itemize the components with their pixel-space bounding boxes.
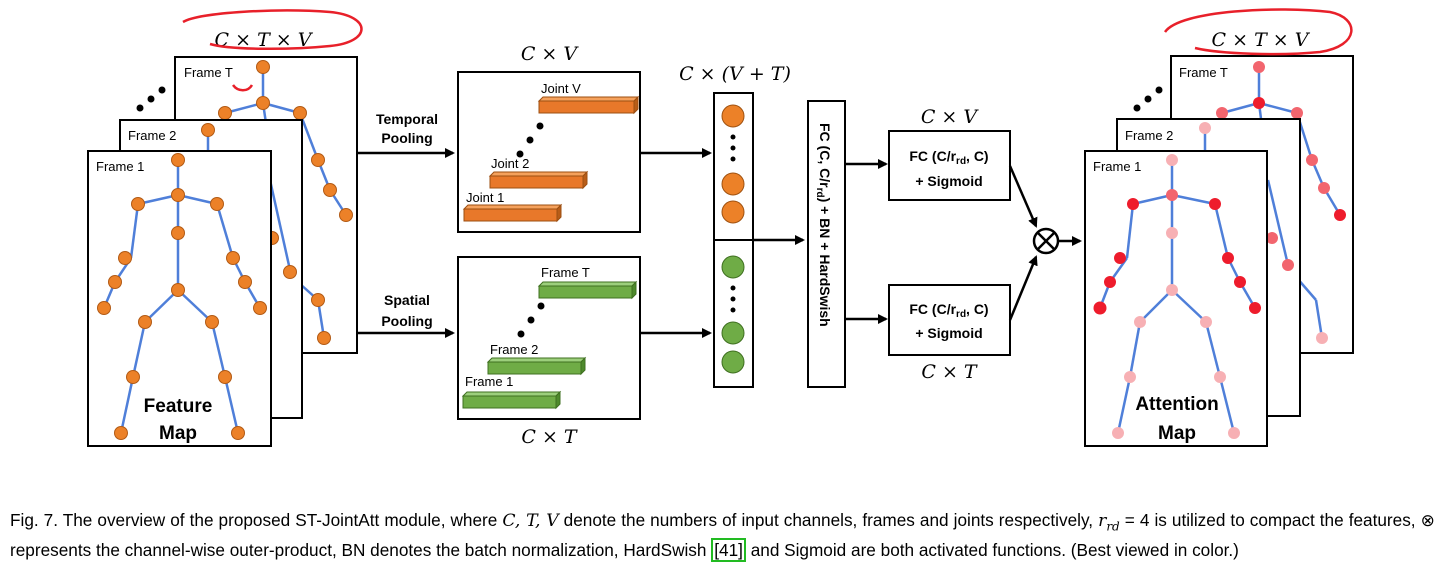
fc-top-dims: C × V bbox=[921, 106, 980, 128]
concat-frame-nodes bbox=[721, 255, 745, 374]
frame-1-bar bbox=[461, 390, 562, 410]
temporal-pooling-label-2: Pooling bbox=[381, 130, 432, 146]
concat-joint-nodes bbox=[721, 104, 745, 224]
pooling-arrows: Temporal Pooling Spatial Pooling bbox=[357, 111, 455, 338]
joint-ellipsis bbox=[516, 122, 544, 158]
outer-product bbox=[1008, 165, 1082, 321]
figure-caption: Fig. 7. The overview of the proposed ST-… bbox=[10, 508, 1436, 563]
input-dims-label: C × T × V bbox=[215, 29, 314, 51]
fc-sigmoid-bottom: FC (C/rrd, C) + Sigmoid C × T bbox=[888, 284, 1011, 383]
red-annotation bbox=[182, 9, 363, 92]
caption-vars: C, T, V bbox=[502, 511, 559, 531]
feature-map-label-2: Map bbox=[159, 423, 197, 444]
frame-bar-t-label: Frame T bbox=[541, 265, 590, 280]
frame-2-bar bbox=[486, 356, 587, 376]
otimes-icon bbox=[1032, 227, 1060, 255]
att-frame-1-label: Frame 1 bbox=[1093, 159, 1141, 174]
frame-t-label: Frame T bbox=[184, 65, 233, 80]
frame-pool-box: Frame T Frame 2 Frame 1 C × T bbox=[457, 256, 641, 448]
spatial-pooling-label-2: Pooling bbox=[381, 313, 432, 329]
frame-bar-1-label: Frame 1 bbox=[465, 374, 513, 389]
temporal-pooling-label-1: Temporal bbox=[376, 111, 438, 127]
fc-top-line-2: + Sigmoid bbox=[915, 173, 982, 189]
concat-column: C × (V + T) bbox=[640, 63, 805, 388]
concat-ellipsis bbox=[730, 134, 736, 313]
att-frame-1-panel: Frame 1 bbox=[1084, 150, 1268, 447]
fc-bottom-line-1: FC (C/rrd, C) bbox=[909, 301, 988, 320]
joint-2-label: Joint 2 bbox=[491, 156, 529, 171]
attention-map-label-1: Attention bbox=[1135, 394, 1218, 415]
caption-rrd-value: = 4 bbox=[1119, 510, 1150, 530]
concat-dims-label: C × (V + T) bbox=[679, 63, 791, 85]
feature-map-stack: Frame T F bbox=[87, 9, 363, 447]
frame-1-label: Frame 1 bbox=[96, 159, 144, 174]
fc-top-line-1: FC (C/rrd, C) bbox=[909, 148, 988, 167]
joint-2-bar bbox=[488, 170, 589, 190]
frame-bar-ellipsis bbox=[517, 302, 545, 338]
joint-box-dims: C × V bbox=[521, 43, 580, 65]
joint-1-label: Joint 1 bbox=[466, 190, 504, 205]
caption-prefix: Fig. 7. The overview of the proposed ST-… bbox=[10, 510, 503, 530]
att-frame-2-label: Frame 2 bbox=[1125, 128, 1173, 143]
joint-pool-box: C × V Joint V Joint 2 Joint 1 bbox=[457, 43, 641, 233]
caption-part3: and Sigmoid are both activated functions… bbox=[745, 540, 1239, 561]
citation-link[interactable]: [41] bbox=[711, 538, 746, 563]
caption-rrd: rrd bbox=[1098, 511, 1120, 534]
frame-bar-2-label: Frame 2 bbox=[490, 342, 538, 357]
stack-ellipsis bbox=[136, 86, 166, 112]
fc-bn-hardswish-label: FC (C, C/rrd) + BN + HardSwish bbox=[814, 123, 833, 327]
caption-part1: denote the numbers of input channels, fr… bbox=[558, 510, 1094, 530]
spatial-pooling-label-1: Spatial bbox=[384, 292, 430, 308]
fc-sigmoid-top: C × V FC (C/rrd, C) + Sigmoid bbox=[888, 106, 1011, 201]
attention-map-label-2: Map bbox=[1158, 423, 1196, 444]
frame-box-dims: C × T bbox=[521, 426, 578, 448]
joint-v-bar bbox=[537, 95, 640, 115]
attention-map-stack: Frame T Fram bbox=[1084, 8, 1354, 447]
att-stack-ellipsis bbox=[1133, 86, 1163, 112]
feature-map-label-1: Feature bbox=[144, 396, 213, 417]
frame-t-bar bbox=[537, 280, 638, 300]
frame-2-label: Frame 2 bbox=[128, 128, 176, 143]
joint-1-bar bbox=[462, 203, 563, 223]
joint-v-label: Joint V bbox=[541, 81, 581, 96]
fc-bottom-line-2: + Sigmoid bbox=[915, 325, 982, 341]
output-dims-label: C × T × V bbox=[1212, 29, 1311, 51]
att-frame-t-label: Frame T bbox=[1179, 65, 1228, 80]
caption-part2: is utilized to compact the features, ⊗ r… bbox=[10, 510, 1436, 561]
fc-bn-hardswish-block: FC (C, C/rrd) + BN + HardSwish bbox=[807, 100, 888, 388]
att-red-annotation bbox=[1163, 8, 1353, 56]
fc-bottom-dims: C × T bbox=[921, 361, 978, 383]
frame-1-panel: Frame 1 bbox=[87, 150, 272, 447]
st-jointatt-diagram: Frame T F bbox=[87, 8, 1354, 448]
